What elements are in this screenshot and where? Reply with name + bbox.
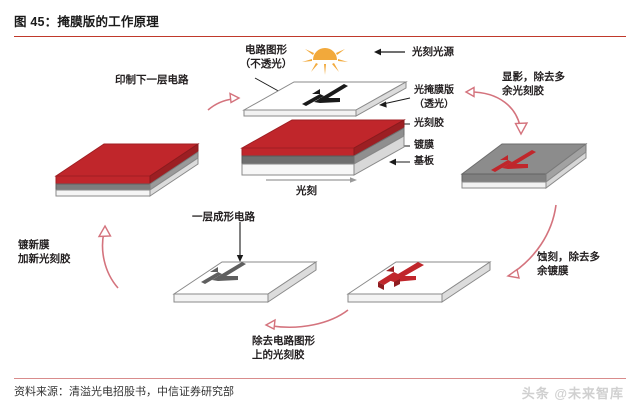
stage-exposure-stack [236,76,414,186]
label-remove-resist: 除去电路图形 上的光刻胶 [252,335,315,361]
photoresist-layer [240,119,406,157]
label-photoresist: 光刻胶 [414,118,444,129]
watermark: 头条 @未来智库 [521,386,624,401]
formed-pattern-f [201,262,246,284]
stage-recoated-plate [52,132,212,198]
label-one-layer-formed: 一层成形电路 [192,211,255,223]
developed-pattern-f [491,150,536,172]
arrow-recoat [97,224,119,289]
label-light-source: 光刻光源 [412,46,454,58]
source-note: 资料来源：清溢光电招股书，中信证券研究部 [14,386,234,398]
label-coating: 镀膜 [414,140,434,151]
figure-title: 图 45：掩膜版的工作原理 [14,15,159,29]
etched-pattern-f [378,262,424,290]
header-divider [14,36,626,37]
label-develop: 显影，除去多 余光刻胶 [502,71,565,97]
label-new-film-new-resist: 镀新膜 加新光刻胶 [18,239,71,265]
label-photomask: 光掩膜版 （透光） [414,85,454,110]
substrate-layer [241,135,405,176]
footer-divider [14,378,626,379]
label-lithography: 光刻 [296,185,317,197]
stage-etched-plate [342,250,504,320]
label-print-next-layer: 印制下一层电路 [115,74,189,86]
arrow-print-next [207,92,241,111]
mask-pattern-f [302,84,348,106]
figure-title-bar: 图 45：掩膜版的工作原理 [14,14,626,40]
label-substrate: 基板 [414,156,434,167]
sun-icon [300,38,350,76]
stage-formed-circuit-plate [168,250,330,320]
label-etch: 蚀刻，除去多 余镀膜 [537,251,600,277]
label-circuit-pattern: 电路图形 （不透光） [239,44,293,70]
stage-developed-plate [458,132,594,198]
